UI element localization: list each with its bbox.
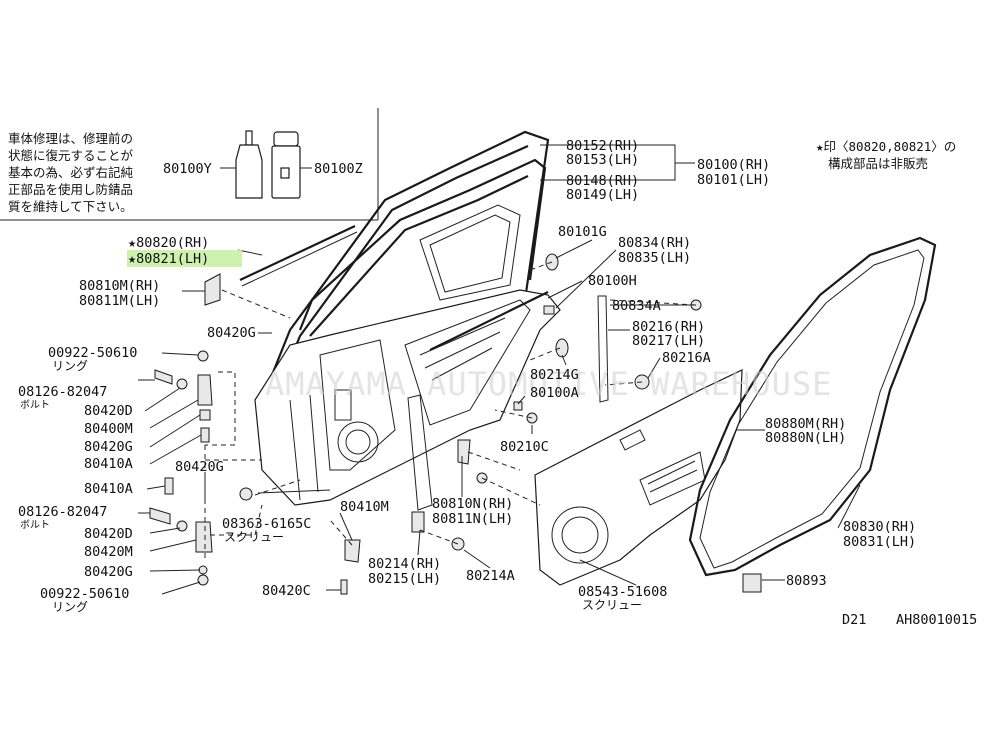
- rail-80216-illustration: [597, 295, 609, 403]
- label-bolt-lower: ボルト: [20, 519, 50, 531]
- label-80880N-lh: 80880N(LH): [765, 430, 846, 446]
- label-08126-82047-lower: 08126-82047: [18, 504, 107, 520]
- label-80217-lh: 80217(LH): [632, 333, 705, 349]
- bracket-80810M-illustration: [204, 273, 221, 306]
- label-08543-51608: 08543-51608: [578, 584, 667, 600]
- label-80149-lh: 80149(LH): [566, 187, 639, 203]
- star-note-line: ★印〈80820,80821〉の: [816, 139, 956, 154]
- label-80834-rh: 80834(RH): [618, 235, 691, 251]
- weatherstrip-80820: [239, 225, 356, 281]
- regulator-80214-illustration: [411, 511, 425, 533]
- label-ring-lower: リング: [52, 600, 88, 614]
- label-screw-08363: スクリュー: [224, 530, 284, 544]
- door-inner-panel-illustration: [254, 289, 561, 506]
- upper-hinge-illustration: [154, 350, 213, 443]
- bracket-80834-illustration: [543, 305, 555, 315]
- label-bolt-upper: ボルト: [20, 399, 50, 411]
- label-80101G: 80101G: [558, 224, 607, 240]
- assembly-dashed-lines: [204, 261, 697, 560]
- label-80420G-bottom: 80420G: [84, 564, 133, 580]
- star-note-line: 構成部品は非販売: [828, 156, 928, 171]
- door-sash-illustration: [260, 130, 550, 405]
- channel-80100H: [429, 291, 549, 351]
- label-80420D-upper: 80420D: [84, 403, 133, 419]
- label-80420G-upper: 80420G: [207, 325, 256, 341]
- label-08363-6165C: 08363-6165C: [222, 516, 311, 532]
- label-80400M: 80400M: [84, 421, 133, 437]
- bracket-80810N-illustration: [457, 439, 471, 465]
- label-ring-upper: リング: [52, 359, 88, 373]
- label-80810N-rh: 80810N(RH): [432, 496, 513, 512]
- label-80148-rh: 80148(RH): [566, 173, 639, 189]
- footer-model: D21: [842, 612, 866, 628]
- watermark: AMAYAMA AUTOMOTIVE WAREHOUSE: [265, 365, 832, 403]
- label-80893: 80893: [786, 573, 827, 589]
- label-00922-50610-upper: 00922-50610: [48, 345, 137, 361]
- regulator-rail-illustration: [407, 394, 433, 511]
- label-80820-rh: ★80820(RH): [128, 235, 209, 251]
- label-80216-rh: 80216(RH): [632, 319, 705, 335]
- repair-note-line: 正部品を使用し防錆品: [8, 182, 133, 197]
- leader-lines: [138, 144, 861, 595]
- highlight-80821: [127, 250, 242, 267]
- label-80880M-rh: 80880M(RH): [765, 416, 846, 432]
- label-screw-08543: スクリュー: [582, 598, 642, 612]
- label-80420D-lower: 80420D: [84, 526, 133, 542]
- label-80101-lh: 80101(LH): [697, 172, 770, 188]
- label-80410A-upper: 80410A: [84, 456, 133, 472]
- stopper-80214G-illustration: [555, 338, 569, 358]
- clip-80893-illustration: [742, 573, 762, 593]
- label-80100A: 80100A: [530, 385, 579, 401]
- label-80830-rh: 80830(RH): [843, 519, 916, 535]
- sealant-bottle-illustration: [235, 130, 263, 199]
- label-80420G-lower: 80420G: [175, 459, 224, 475]
- label-80216A: 80216A: [662, 350, 711, 366]
- label-80210C: 80210C: [500, 439, 549, 455]
- repair-note-line: 車体修理は、修理前の: [8, 131, 133, 146]
- label-80420C: 80420C: [262, 583, 311, 599]
- label-80821-lh: ★80821(LH): [128, 251, 209, 267]
- door-trim-panel-illustration: [534, 369, 743, 586]
- label-80831-lh: 80831(LH): [843, 534, 916, 550]
- repair-note-line: 状態に復元することが: [8, 148, 134, 163]
- label-80834A: 80834A: [612, 298, 661, 314]
- label-80100H: 80100H: [588, 273, 637, 289]
- label-80214-rh: 80214(RH): [368, 556, 441, 572]
- label-80152-rh: 80152(RH): [566, 138, 639, 154]
- label-80811M-lh: 80811M(LH): [79, 293, 160, 309]
- repair-note-line: 基本の為、必ず右記純: [8, 165, 134, 180]
- label-80215-lh: 80215(LH): [368, 571, 441, 587]
- label-80100Z: 80100Z: [314, 161, 363, 177]
- repair-note-line: 質を維持して下さい。: [8, 199, 133, 214]
- door-seal-illustration: [688, 236, 937, 577]
- spray-can-illustration: [271, 131, 301, 199]
- label-80420G-middle: 80420G: [84, 439, 133, 455]
- pin-80420C-illustration: [340, 579, 348, 595]
- label-80811N-lh: 80811N(LH): [432, 511, 513, 527]
- label-80214G: 80214G: [530, 367, 579, 383]
- check-link-illustration: [344, 539, 361, 563]
- label-80810M-rh: 80810M(RH): [79, 278, 160, 294]
- label-80420M: 80420M: [84, 544, 133, 560]
- label-80100-rh: 80100(RH): [697, 157, 770, 173]
- screw-08363-illustration: [239, 487, 253, 501]
- clip-80100A-illustration: [513, 401, 523, 411]
- repair-note: 車体修理は、修理前の 状態に復元することが 基本の為、必ず右記純 正部品を使用し…: [8, 131, 134, 214]
- part-labels: 80152(RH) 80153(LH) 80148(RH) 80149(LH) …: [18, 138, 916, 614]
- label-80410A-lower: 80410A: [84, 481, 133, 497]
- label-80835-lh: 80835(LH): [618, 250, 691, 266]
- repair-note-box: [0, 108, 379, 221]
- label-80153-lh: 80153(LH): [566, 152, 639, 168]
- label-00922-50610-lower: 00922-50610: [40, 586, 129, 602]
- footer-code: AH80010015: [896, 612, 977, 628]
- label-08126-82047-upper: 08126-82047: [18, 384, 107, 400]
- label-80100Y: 80100Y: [163, 161, 212, 177]
- label-80214A: 80214A: [466, 568, 515, 584]
- label-80410M: 80410M: [340, 499, 389, 515]
